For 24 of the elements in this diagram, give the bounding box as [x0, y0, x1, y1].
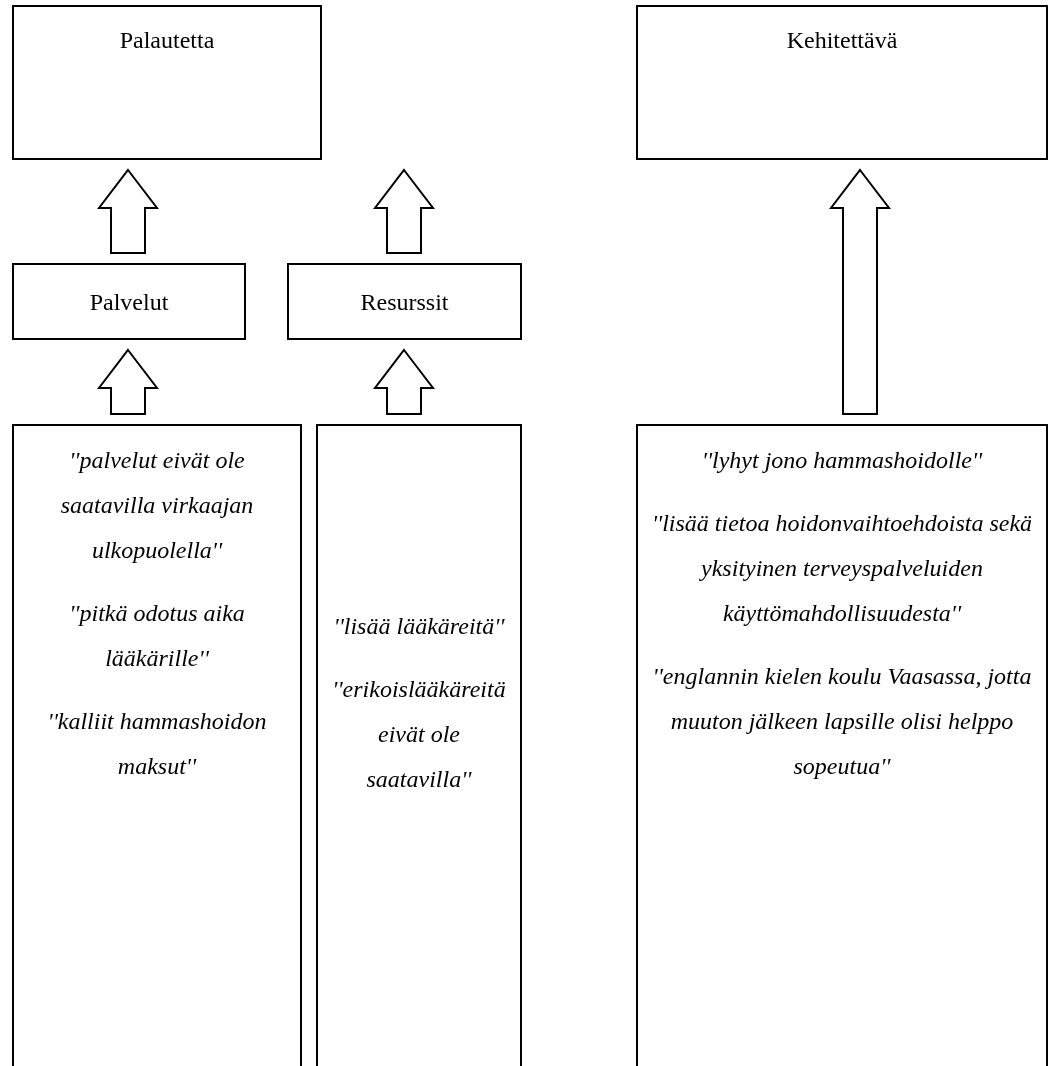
category-box	[287, 263, 522, 340]
quote-text: ''lisää lääkäreitä''	[332, 612, 506, 641]
quote-box	[12, 424, 302, 1066]
block-arrow	[828, 168, 892, 415]
box-label: Palvelut	[89, 288, 169, 317]
box-label: Palautetta	[119, 26, 215, 55]
quote-text: ''lyhyt jono hammashoidolle''	[700, 446, 984, 475]
quote-text: ''pitkä odotus aika lääkärille''	[68, 599, 246, 673]
quote-text: ''kalliit hammashoidon maksut''	[46, 707, 268, 781]
block-arrow	[372, 168, 436, 254]
box-label: Resurssit	[360, 288, 449, 317]
quote-box	[316, 424, 522, 1066]
quote-text: ''erikoislääkäreitä eivät ole saatavilla''	[331, 675, 507, 794]
block-arrow	[96, 348, 160, 415]
quote-text: ''palvelut eivät ole saatavilla virkaajan ulkopuolella''	[59, 446, 255, 565]
block-arrow	[96, 168, 160, 254]
category-box	[636, 5, 1048, 160]
quote-text: ''lisää tietoa hoidonvaihtoehdoista sekä yksityinen terveyspalveluiden käyttömahdollisuudesta''	[650, 509, 1034, 628]
category-box	[12, 5, 322, 160]
block-arrow	[372, 348, 436, 415]
category-box	[12, 263, 246, 340]
box-label: Kehitettävä	[786, 26, 898, 55]
quote-text: ''englannin kielen koulu Vaasassa, jotta muuton jälkeen lapsille olisi helppo sopeutua''	[651, 662, 1033, 781]
quote-box	[636, 424, 1048, 1066]
